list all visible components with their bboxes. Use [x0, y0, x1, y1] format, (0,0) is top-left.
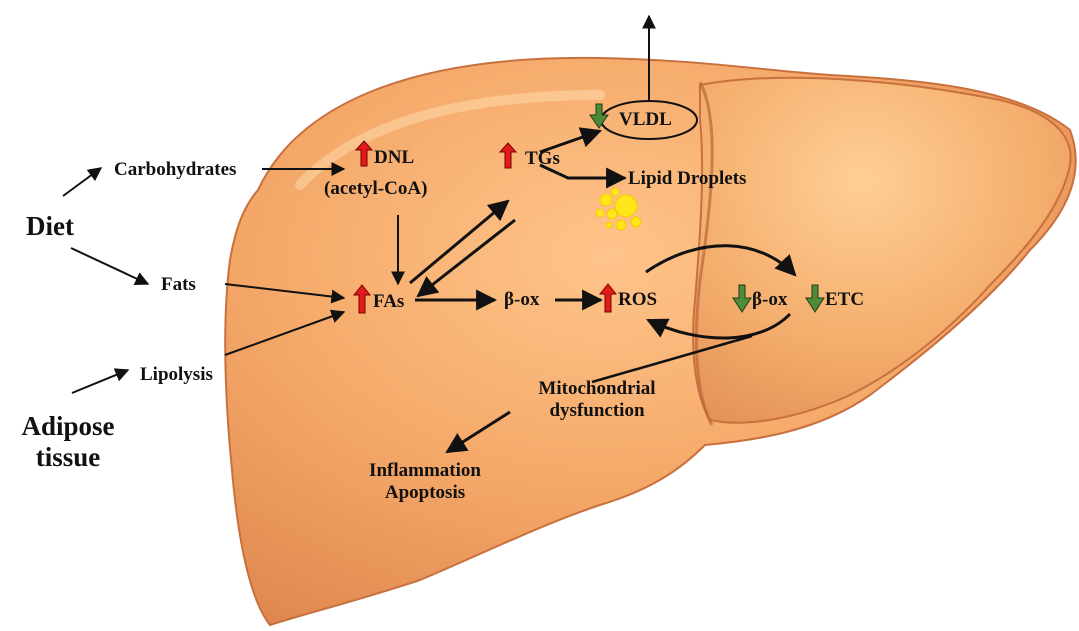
lipolysis-label: Lipolysis: [140, 364, 213, 386]
lipid-droplet: [600, 194, 612, 206]
lipid-droplet: [596, 209, 604, 217]
adipose-label-line1: Adipose: [10, 411, 126, 442]
lipid-droplet: [631, 217, 641, 227]
mito-line2: dysfunction: [511, 400, 683, 422]
diet-label: Diet: [26, 211, 74, 242]
lipid-droplet: [606, 222, 612, 228]
arrow-adipose-to-lipolysis: [72, 370, 128, 393]
liver: [225, 58, 1075, 625]
dnl-sublabel: (acetyl-CoA): [324, 178, 427, 200]
lipid-droplet: [607, 209, 617, 219]
fats-label: Fats: [161, 274, 196, 296]
ros-label: ROS: [618, 289, 657, 311]
etc-label: ETC: [825, 289, 864, 311]
beta-ox-label: β-ox: [504, 289, 539, 311]
outcome-label: Inflammation Apoptosis: [350, 460, 500, 504]
beta-ox-down-label: β-ox: [752, 289, 787, 311]
fas-label: FAs: [373, 291, 404, 313]
inflammation-label: Inflammation: [350, 460, 500, 482]
mitochondrial-dysfunction-label: Mitochondrial dysfunction: [511, 378, 683, 422]
adipose-label: Adipose tissue: [10, 411, 126, 473]
lipid-droplets-label: Lipid Droplets: [628, 168, 746, 190]
carbohydrates-label: Carbohydrates: [114, 159, 236, 181]
adipose-label-line2: tissue: [10, 442, 126, 473]
arrow-diet-to-carbohydrates: [63, 168, 101, 196]
dnl-label: DNL: [374, 147, 414, 169]
lipid-droplet: [611, 188, 619, 196]
arrow-diet-to-fats: [71, 248, 148, 284]
lipid-droplet: [615, 195, 637, 217]
apoptosis-label: Apoptosis: [350, 482, 500, 504]
mito-line1: Mitochondrial: [511, 378, 683, 400]
vldl-label: VLDL: [619, 109, 672, 131]
liver-right-lobe: [693, 78, 1071, 423]
tgs-label: TGs: [525, 148, 560, 170]
lipid-droplet: [616, 220, 626, 230]
